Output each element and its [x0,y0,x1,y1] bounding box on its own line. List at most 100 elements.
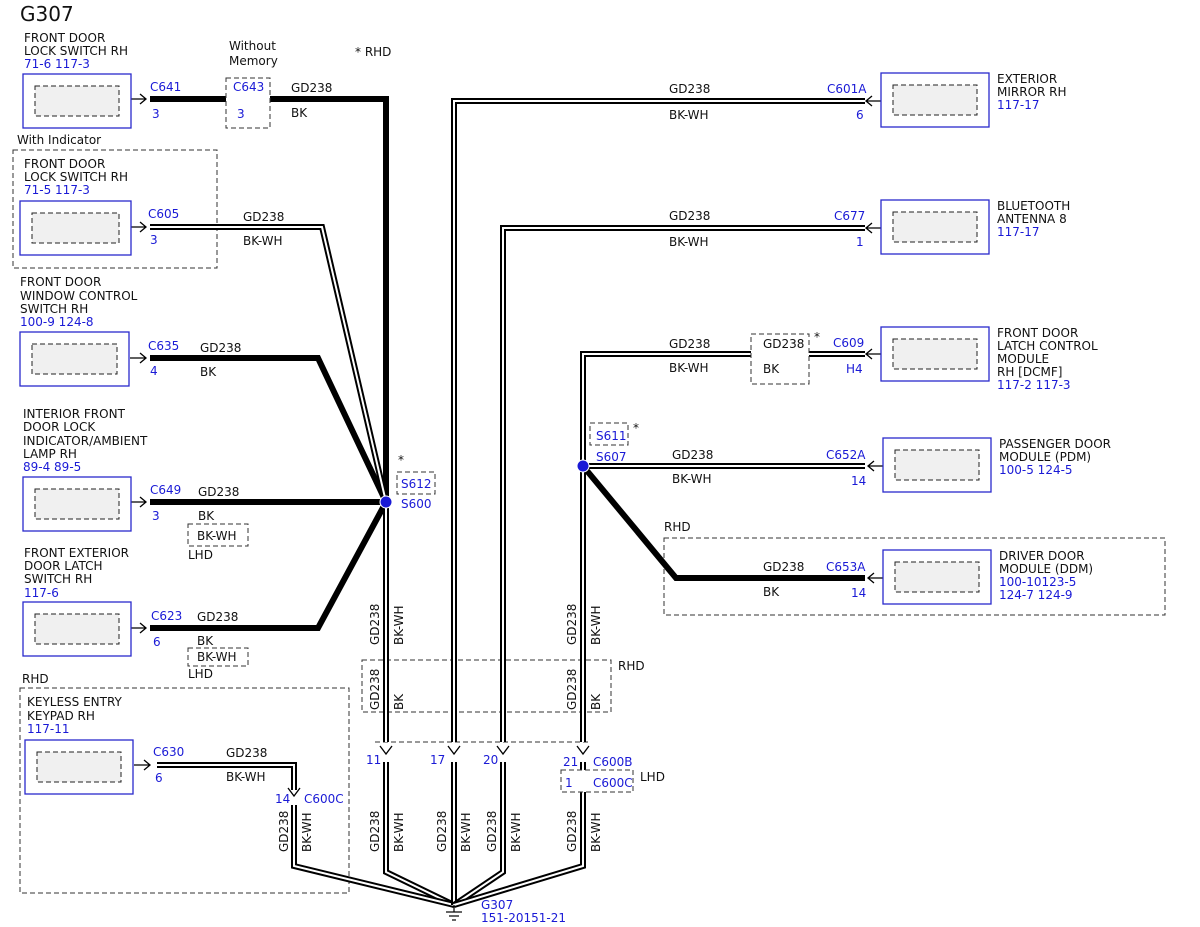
component-c623-switch [22,601,132,657]
arrow-c600b-20 [496,745,510,756]
component-pdm [882,437,992,493]
with-indicator-group [12,149,218,269]
c649-lhd-box [187,523,249,547]
mirror-refs: 117-17 [997,98,1040,112]
bluetooth-connector: C677 [834,209,865,223]
c649-name-1: INTERIOR FRONT [23,407,126,421]
vlabel-c600c-circuit: GD238 [277,811,291,852]
c600c-lhd-label: LHD [640,770,665,784]
c649-name-3: INDICATOR/AMBIENT [23,434,148,448]
splice-s607-label: S607 [596,450,627,464]
c600b-pin-20: 20 [483,753,498,767]
splice-s607 [576,459,590,473]
arrow-c649 [130,496,148,508]
arrow-c653a [866,572,884,584]
ddm-name-2: MODULE (DDM) [999,562,1093,576]
ddm-name-1: DRIVER DOOR [999,549,1085,563]
c605-connector: C605 [148,207,179,221]
ddm-pin: 14 [851,586,866,600]
arrow-c630 [134,759,152,771]
component-latch-module [880,326,990,382]
keypad-refs: 117-11 [27,722,70,736]
with-indicator-label: With Indicator [17,133,101,147]
splice-s600 [379,495,393,509]
vlabel-pin11-color: BK-WH [392,812,406,852]
vlabel-pin21-circuit: GD238 [565,811,579,852]
s612-star: * [398,453,404,467]
component-c649-lamp [22,476,132,532]
c635-name-2: WINDOW CONTROL [20,289,138,303]
vlabel-c600c-color: BK-WH [300,812,314,852]
s612-box [396,471,436,495]
wire-pdm-color: BK-WH [672,472,712,486]
wire-bluetooth-circuit: GD238 [669,209,710,223]
c600b-connector: C600B [593,755,633,769]
c605-refs: 71-5 117-3 [24,183,90,197]
wire-c635-color: BK [200,365,217,379]
wire-c641-color: BK [291,106,308,120]
wire-mirror-color: BK-WH [669,108,709,122]
wire-latch-color-alt: BK [763,362,780,376]
wire-c605-color: BK-WH [243,234,283,248]
c600b-pin-21: 21 [563,755,578,769]
c623-lhd-box [187,647,249,667]
c605-pin: 3 [150,233,158,247]
c635-name-1: FRONT DOOR [20,275,101,289]
arrow-c635 [130,352,148,364]
c643-label-2: Memory [229,54,278,68]
pdm-pin: 14 [851,474,866,488]
c600c-lhd-pin: 1 [565,776,573,790]
arrow-c641 [130,93,148,105]
c600c-lhd-box [560,769,634,793]
c649-name-2: DOOR LOCK [23,420,96,434]
arrow-c623 [130,622,148,634]
vlabel-s600-circuit: GD238 [368,604,382,645]
c623-name-3: SWITCH RH [24,572,92,586]
vlabel-s607-color: BK-WH [589,605,603,645]
arrow-c677 [864,222,882,234]
wire-c605-circuit: GD238 [243,210,284,224]
latch-connector: C609 [833,336,864,350]
wire-c641 [150,96,389,502]
ddm-refs-2: 124-7 124-9 [999,588,1073,602]
wire-c649-lhd: LHD [188,548,213,562]
s611-star: * [633,421,639,435]
vlabel-s600-color: BK-WH [392,605,406,645]
rhd-bk-group-label: RHD [618,659,645,673]
c609-option-box [750,333,810,385]
vlabel-pin20-color: BK-WH [509,812,523,852]
wire-c649-color: BK [198,509,215,523]
c643-box [225,77,271,129]
arrow-c652a [866,460,884,472]
component-c641-switch [22,73,132,129]
c600c-keypad-pin: 14 [275,792,290,806]
vlabel-pin21-color: BK-WH [589,812,603,852]
keypad-pin: 6 [155,771,163,785]
bluetooth-name-1: BLUETOOTH [997,199,1070,213]
vlabel-pin11-circuit: GD238 [368,811,382,852]
wire-c630-color: BK-WH [226,770,266,784]
arrow-c601a [864,95,882,107]
c635-name-3: SWITCH RH [20,302,88,316]
c641-pin: 3 [152,107,160,121]
arrow-c600c-14 [287,787,301,798]
splice-s612-label: S612 [401,477,432,491]
arrow-c609 [864,348,882,360]
vlabel-s607-circuit: GD238 [565,604,579,645]
c600b-pin-17: 17 [430,753,445,767]
vlabel-s607-rhd-circuit: GD238 [565,669,579,710]
c641-name-2: LOCK SWITCH RH [24,44,128,58]
c641-name-1: FRONT DOOR [24,31,105,45]
component-c605-switch [19,200,132,256]
mirror-name-2: MIRROR RH [997,85,1067,99]
wire-c623 [150,500,389,631]
ddm-rhd-group [663,537,1166,616]
wire-latch-circuit-alt: GD238 [763,337,804,351]
wire-latch-color: BK-WH [669,361,709,375]
c641-connector: C641 [150,80,181,94]
c623-refs: 117-6 [24,586,59,600]
wire-c623-color-lhd: BK-WH [197,650,237,664]
diagram-title: G307 [20,2,74,26]
latch-name-2: LATCH CONTROL [997,339,1098,353]
bluetooth-name-2: ANTENNA 8 [997,212,1067,226]
